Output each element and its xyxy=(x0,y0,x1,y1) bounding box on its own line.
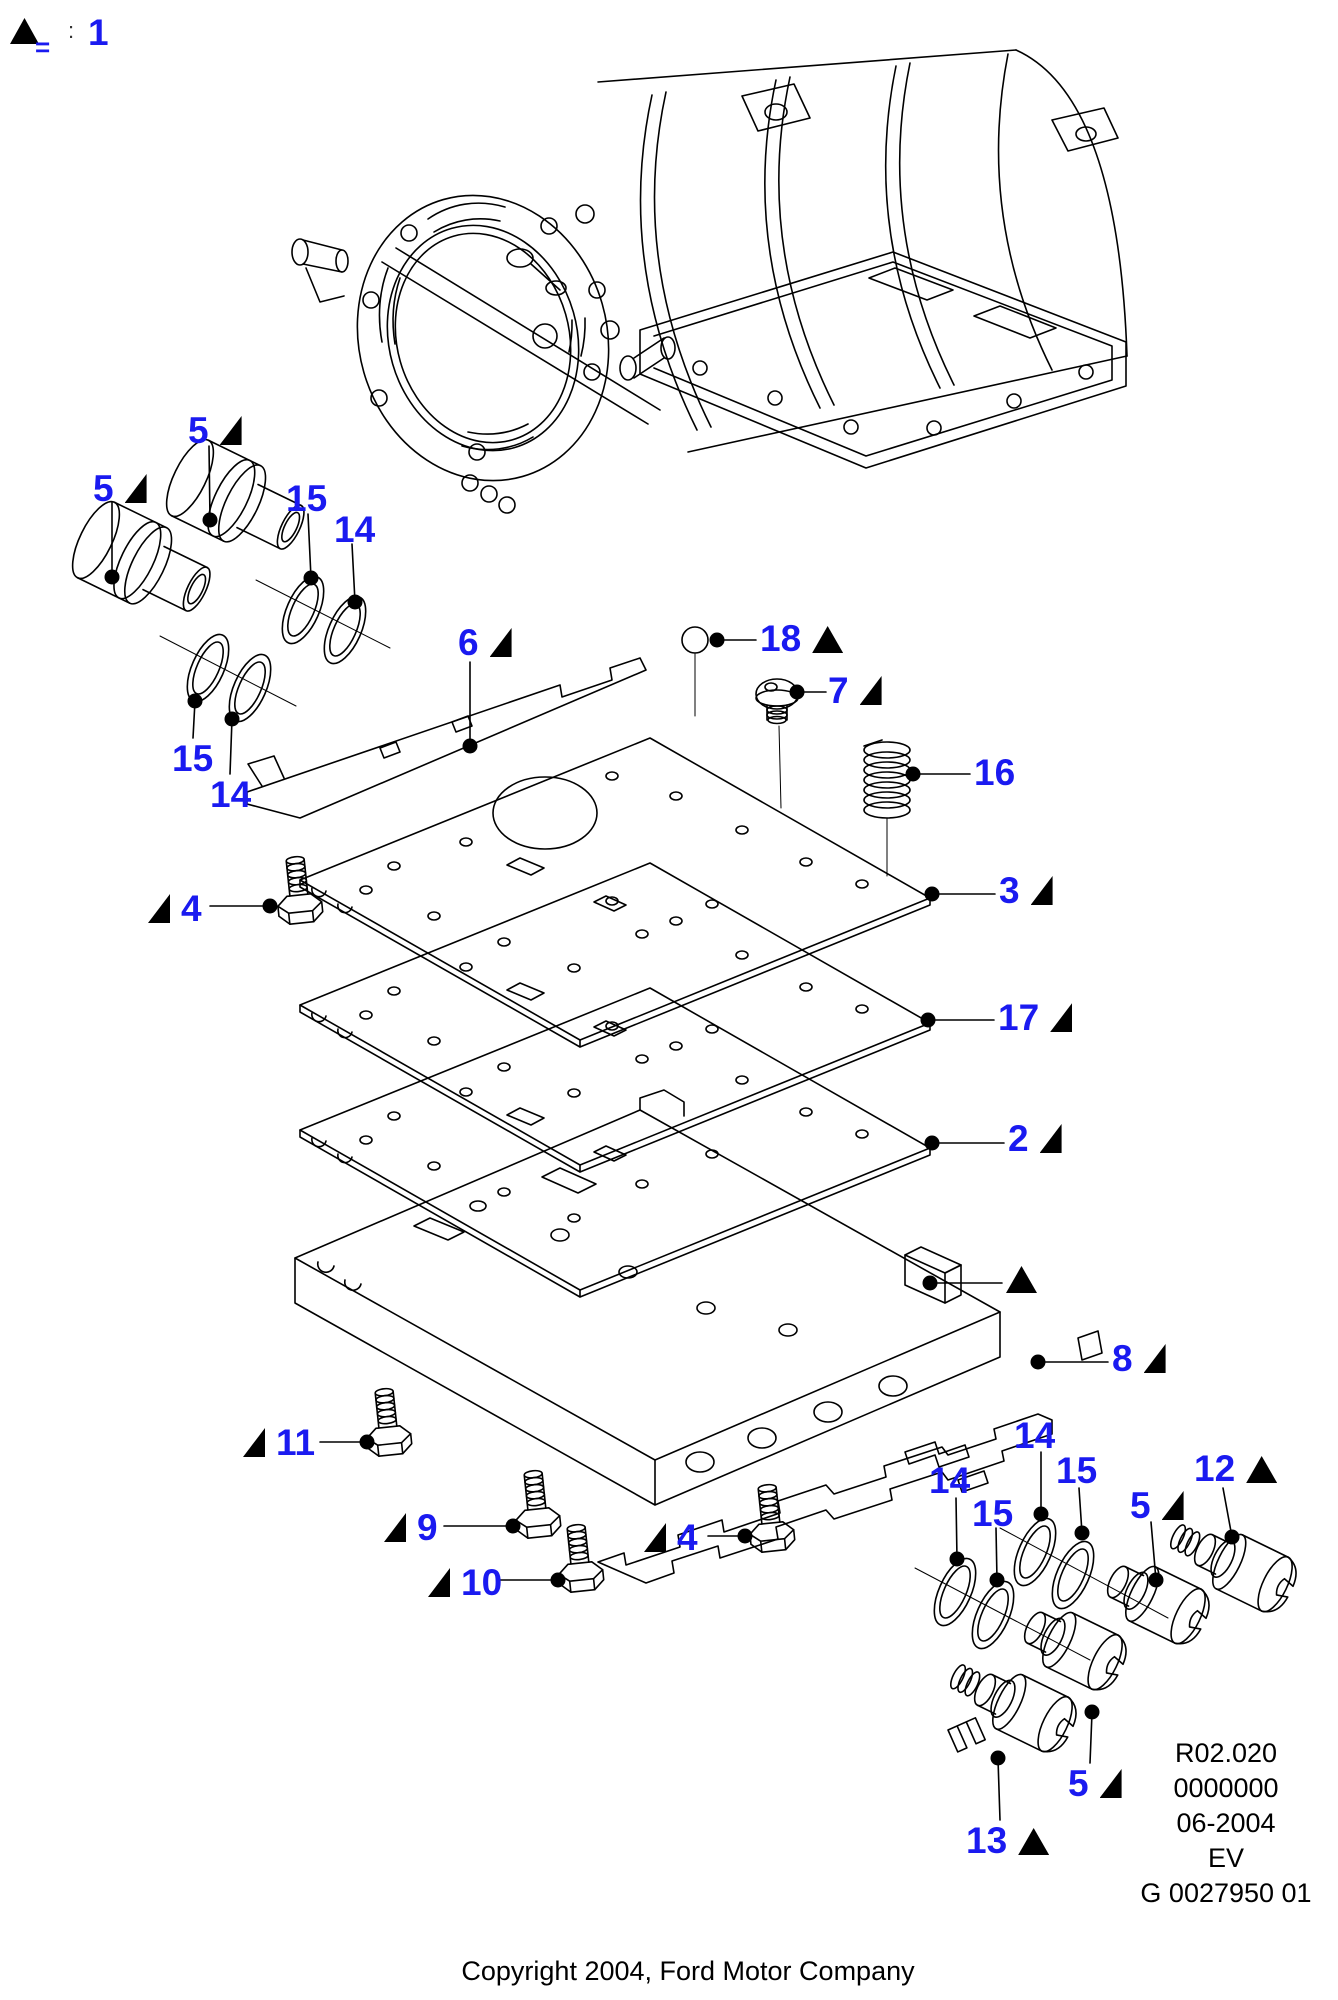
o-ring-15a xyxy=(272,569,334,651)
legend-number: 1 xyxy=(88,12,109,53)
solenoid-left-b xyxy=(165,438,305,550)
spring-16 xyxy=(863,739,911,877)
triangle-icon xyxy=(1246,1456,1278,1483)
copyright-text: Copyright 2004, Ford Motor Company xyxy=(461,1956,915,1986)
callout-15-c[interactable]: 15 xyxy=(1056,1450,1098,1491)
gasket-plate-3 xyxy=(299,737,931,1048)
bracket-strip-8 xyxy=(597,1330,1103,1584)
solenoid-13-threads xyxy=(949,1664,981,1697)
legend-colon: : xyxy=(68,18,75,43)
half-triangle-icon xyxy=(124,474,147,503)
axis-line xyxy=(914,1567,1091,1661)
solenoid-12 xyxy=(1183,1518,1305,1620)
transmission-case xyxy=(291,49,1128,514)
solenoid-5c xyxy=(1013,1596,1135,1698)
check-ball-18 xyxy=(681,626,709,717)
half-triangle-icon xyxy=(1161,1491,1184,1520)
o-ring-15d xyxy=(962,1574,1024,1656)
callout-8[interactable]: 8 xyxy=(1112,1340,1166,1377)
callout-7[interactable]: 7 xyxy=(828,672,882,709)
callout-2[interactable]: 2 xyxy=(1008,1120,1062,1157)
callout-15-b[interactable]: 15 xyxy=(172,738,214,779)
triangle-icon xyxy=(812,626,844,653)
callout-14-c[interactable]: 14 xyxy=(1014,1415,1056,1456)
half-triangle-icon xyxy=(384,1513,406,1542)
gasket-plate-2 xyxy=(299,987,931,1298)
axis-line xyxy=(255,579,391,649)
half-triangle-icon xyxy=(489,628,512,657)
callout-15-d[interactable]: 15 xyxy=(972,1493,1014,1534)
callout-triangle-valve-body[interactable] xyxy=(1006,1260,1037,1293)
info-line-1: R02.020 xyxy=(1174,1738,1278,1768)
solenoid-13-fork xyxy=(947,1716,986,1753)
o-ring-14a xyxy=(314,589,376,671)
callout-14-b[interactable]: 14 xyxy=(210,774,252,815)
info-line-3: 06-2004 xyxy=(1176,1808,1276,1838)
bracket-strip-6 xyxy=(246,657,647,819)
callout-3[interactable]: 3 xyxy=(999,872,1053,909)
callout-15-a[interactable]: 15 xyxy=(286,478,328,519)
info-line-4: EV xyxy=(1207,1843,1245,1873)
half-triangle-icon xyxy=(644,1523,666,1552)
bolt-4b xyxy=(744,1481,797,1555)
legend-triangle-equals-1: = : 1 xyxy=(8,10,138,62)
solenoid-13 xyxy=(963,1658,1085,1760)
callout-5-left-b[interactable]: 5 xyxy=(188,412,242,449)
plug-7 xyxy=(755,678,799,725)
callout-4-b[interactable]: 4 xyxy=(644,1519,698,1556)
solenoid-12-threads xyxy=(1169,1524,1201,1557)
callout-5-right-a[interactable]: 5 xyxy=(1130,1487,1184,1524)
half-triangle-icon xyxy=(148,894,170,923)
half-triangle-icon xyxy=(1039,1124,1062,1153)
axis-line xyxy=(159,635,297,707)
callout-13[interactable]: 13 xyxy=(966,1822,1050,1859)
o-ring-15c xyxy=(1042,1534,1104,1616)
separator-plate-17 xyxy=(299,862,931,1173)
callout-5-right-b[interactable]: 5 xyxy=(1068,1765,1122,1802)
triangle-icon xyxy=(1006,1266,1037,1293)
callout-9[interactable]: 9 xyxy=(384,1509,438,1546)
drawing-info-block: R02.020 0000000 06-2004 EV G 0027950 01 xyxy=(1106,1736,1338,1911)
callout-6[interactable]: 6 xyxy=(458,624,512,661)
leader-lines xyxy=(111,445,1233,1821)
callout-4-a[interactable]: 4 xyxy=(148,890,202,927)
callout-5-left-a[interactable]: 5 xyxy=(93,470,147,507)
callout-14-a[interactable]: 14 xyxy=(334,509,376,550)
o-ring-15b xyxy=(177,627,239,709)
half-triangle-icon xyxy=(219,416,242,445)
callout-11[interactable]: 11 xyxy=(243,1424,315,1461)
half-triangle-icon xyxy=(1030,876,1053,905)
half-triangle-icon xyxy=(428,1568,450,1597)
info-line-5: G 0027950 01 xyxy=(1140,1878,1312,1908)
callout-12[interactable]: 12 xyxy=(1194,1450,1278,1487)
legend-equals: = xyxy=(35,32,51,62)
callout-18[interactable]: 18 xyxy=(760,620,844,657)
callout-16[interactable]: 16 xyxy=(974,752,1016,793)
callout-14-d[interactable]: 14 xyxy=(929,1460,971,1501)
triangle-icon xyxy=(1018,1828,1050,1855)
callout-10[interactable]: 10 xyxy=(428,1564,502,1601)
info-line-2: 0000000 xyxy=(1173,1773,1279,1803)
half-triangle-icon xyxy=(1050,1003,1073,1032)
half-triangle-icon xyxy=(859,676,882,705)
solenoid-left-a xyxy=(71,500,211,612)
half-triangle-icon xyxy=(1143,1344,1166,1373)
half-triangle-icon xyxy=(243,1428,265,1457)
axis-line xyxy=(778,725,782,809)
valve-body xyxy=(294,1089,1001,1506)
o-ring-14c xyxy=(1004,1511,1066,1593)
leader-dots xyxy=(104,512,1240,1766)
callout-17[interactable]: 17 xyxy=(998,999,1073,1036)
